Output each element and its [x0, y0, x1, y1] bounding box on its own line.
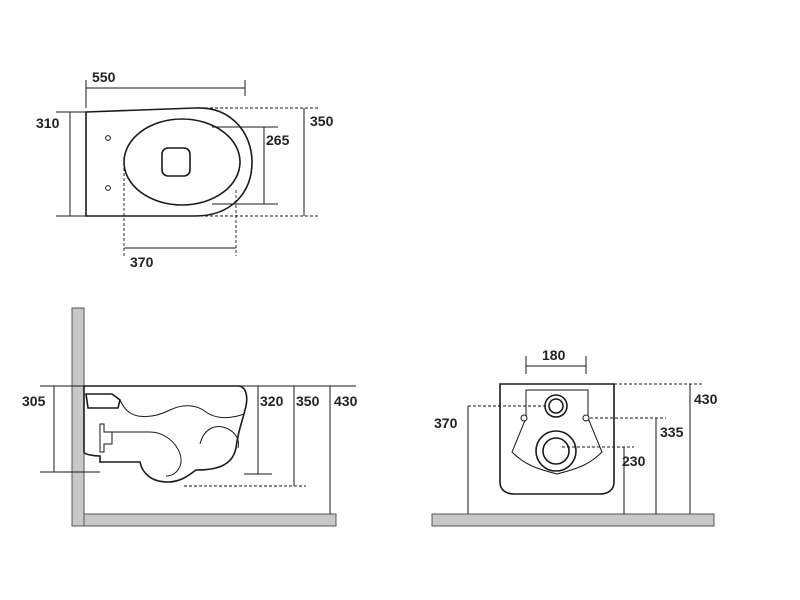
dim-label-370-front: 370	[434, 415, 458, 431]
side-view-siphon	[112, 431, 182, 477]
dim-label-370-top: 370	[130, 254, 154, 270]
front-view: 180 370 430 335 230	[431, 347, 718, 527]
side-view-outlet	[99, 423, 113, 453]
front-view-mount-hole-left	[520, 414, 528, 422]
top-view: 550 310 350 265 370	[36, 69, 334, 270]
side-view-trap-curve	[119, 399, 245, 419]
side-view-bowl-outline	[83, 385, 248, 483]
dim-label-430-front: 430	[694, 391, 718, 407]
dim-label-265: 265	[266, 132, 290, 148]
front-view-floor	[431, 513, 715, 527]
dim-label-305: 305	[22, 393, 46, 409]
side-view-inner-trap	[85, 393, 121, 409]
dim-label-180: 180	[542, 347, 566, 363]
front-view-inlet-inner	[548, 398, 564, 414]
side-view-floor	[83, 513, 337, 527]
dim-label-430-side: 430	[334, 393, 358, 409]
dim-label-350-side: 350	[296, 393, 320, 409]
front-view-inner-funnel	[511, 389, 603, 475]
dim-label-335: 335	[660, 424, 684, 440]
front-view-mount-hole-right	[582, 414, 590, 422]
side-view-front-curve	[199, 426, 239, 449]
dim-label-230: 230	[622, 453, 646, 469]
side-view: 305 320 350 430	[22, 307, 358, 527]
top-view-mount-hole-lower	[105, 185, 111, 191]
front-view-outlet-inner	[542, 437, 570, 465]
dim-label-550: 550	[92, 69, 116, 85]
dim-label-350: 350	[310, 113, 334, 129]
side-view-wall	[71, 307, 85, 527]
dim-label-310: 310	[36, 115, 60, 131]
top-view-lid-button	[161, 147, 191, 177]
top-view-mount-hole-upper	[105, 135, 111, 141]
dim-label-320: 320	[260, 393, 284, 409]
